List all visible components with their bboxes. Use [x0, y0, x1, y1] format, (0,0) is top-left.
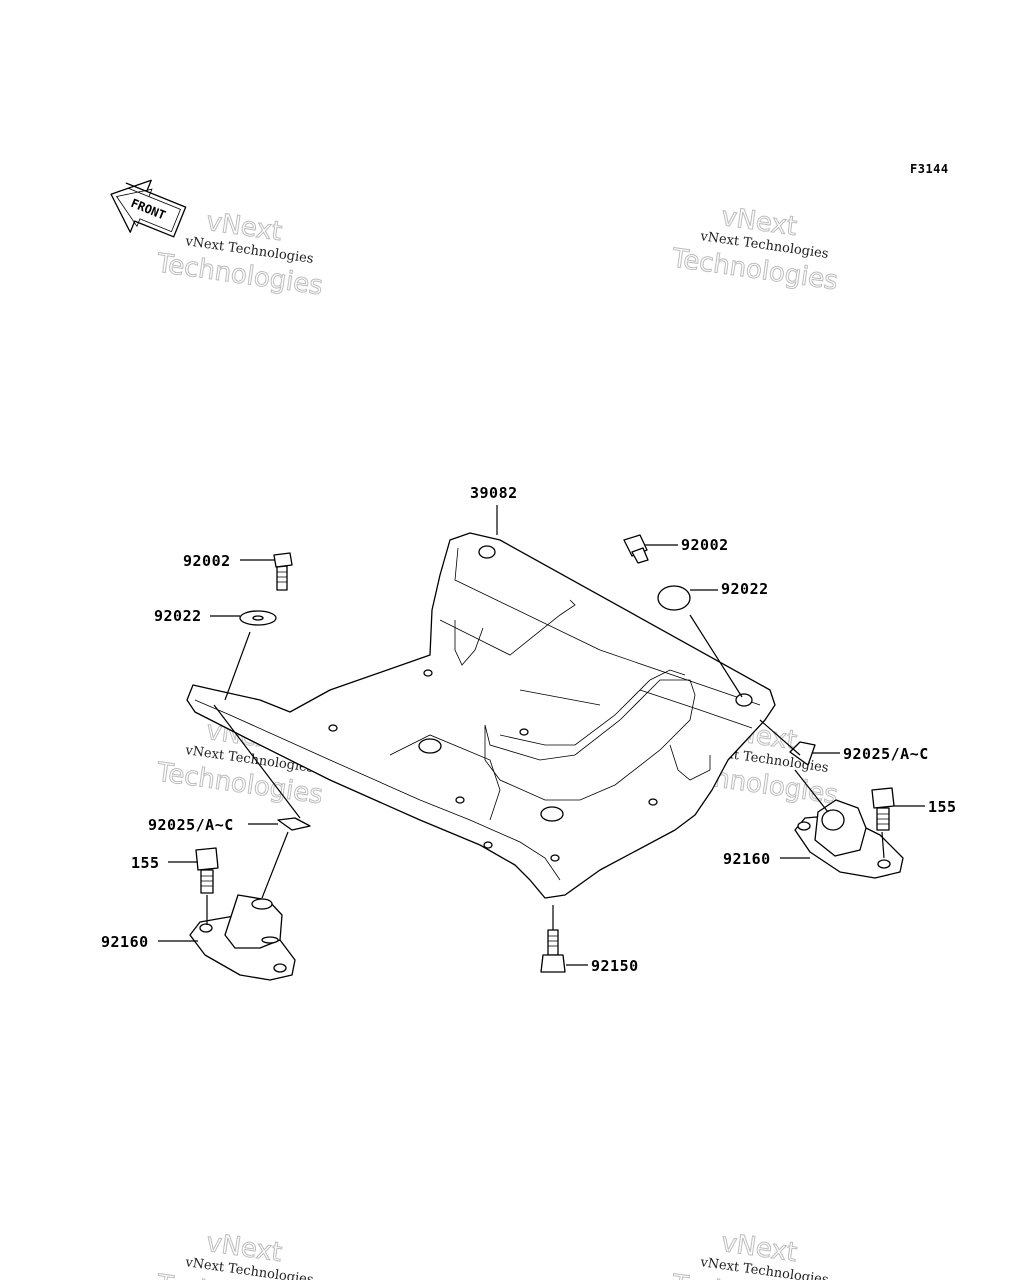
skid-plate[interactable]: [186, 532, 776, 899]
callout-92002-left: 92002: [183, 552, 231, 570]
callout-155-right: 155: [928, 798, 957, 816]
washer-92022-left[interactable]: [239, 610, 277, 626]
callout-92022-right: 92022: [721, 580, 769, 598]
clip-92025-right[interactable]: [789, 741, 816, 766]
callout-92022-left: 92022: [154, 607, 202, 625]
bolt-92002-right[interactable]: [623, 534, 649, 564]
clip-92025-left[interactable]: [277, 817, 311, 831]
callout-155-left: 155: [131, 854, 160, 872]
callout-92002-right: 92002: [681, 536, 729, 554]
front-arrow-icon: FRONT: [110, 179, 187, 238]
leader-lines: [158, 505, 925, 966]
bolt-92150[interactable]: [540, 929, 566, 973]
engine-mount-92160-left[interactable]: [189, 894, 296, 981]
washer-92022-right[interactable]: [657, 585, 691, 611]
callout-92025-right: 92025/A~C: [843, 745, 929, 763]
callout-92150: 92150: [591, 957, 639, 975]
bolt-155-right[interactable]: [871, 787, 895, 831]
callout-labels: 39082 92002 92022 92002 92022 92025/A~C …: [101, 484, 957, 975]
callout-92025-left: 92025/A~C: [148, 816, 234, 834]
bolt-92002-left[interactable]: [273, 552, 293, 591]
figure-id: F3144: [910, 162, 949, 176]
engine-mount-92160-right[interactable]: [794, 799, 904, 879]
callout-92160-right: 92160: [723, 850, 771, 868]
bolt-155-left[interactable]: [195, 847, 219, 894]
callout-92160-left: 92160: [101, 933, 149, 951]
callout-39082: 39082: [470, 484, 518, 502]
